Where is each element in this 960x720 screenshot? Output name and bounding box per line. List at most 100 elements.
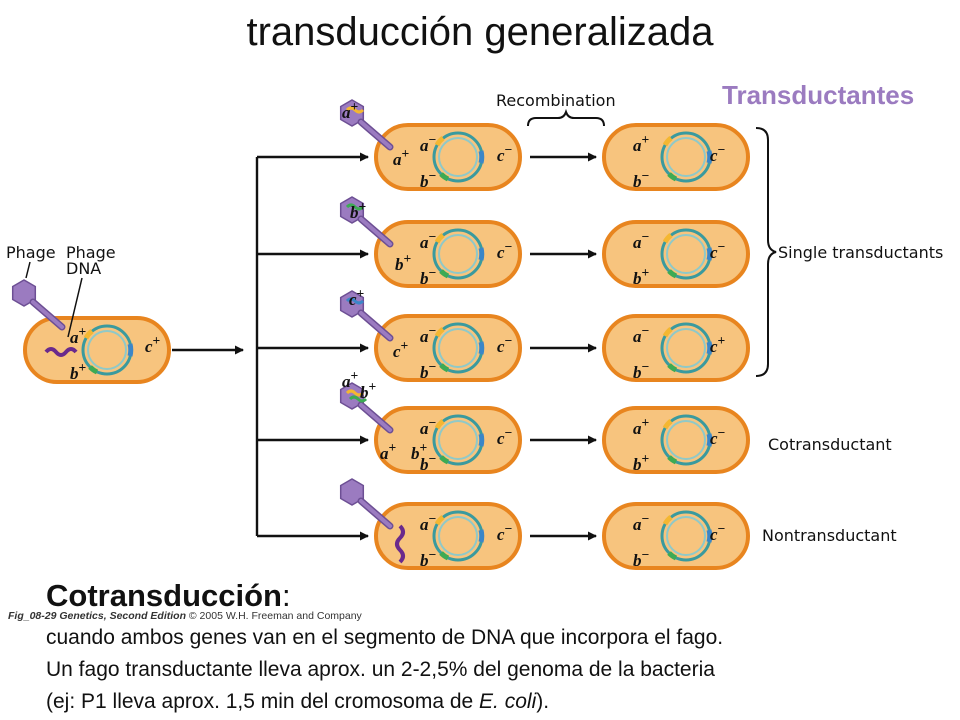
phage-dna-label-2: DNA [66, 259, 101, 278]
recipient-cell-5: a−b−c− [374, 502, 522, 570]
allele-b-minus: b− [420, 265, 437, 288]
allele-c-minus: c− [497, 142, 513, 165]
description-line-3-post: ). [536, 690, 550, 713]
chromosome-inner [438, 137, 478, 177]
infecting-phage [11, 279, 66, 331]
cell-body [23, 316, 171, 384]
description-line-3-pre: (ej: P1 lleva aprox. 1,5 min del cromoso… [46, 690, 480, 713]
cell-body [602, 502, 750, 570]
gene-a-mark [434, 136, 445, 147]
cell-body [374, 406, 522, 474]
infected-cell: a+b+c+ [23, 316, 171, 384]
recombination-brace [527, 108, 605, 127]
gene-a-mark [662, 327, 673, 338]
allele-a-plus: a+ [70, 324, 87, 347]
gene-a-mark [662, 515, 673, 526]
result-c-minus: c− [710, 142, 726, 165]
result-b-minus: b− [633, 547, 650, 570]
result-c-plus: c+ [710, 333, 726, 356]
gene-a-mark [434, 233, 445, 244]
allele-a-minus: a− [420, 323, 437, 346]
phage-allele-b_plus: b+ [360, 379, 377, 402]
chromosome-inner [438, 328, 478, 368]
transductantes-label: Transductantes [722, 80, 915, 110]
recombination-label: Recombination [496, 91, 616, 110]
result-b-plus: b+ [633, 451, 650, 474]
phage-head [339, 99, 365, 127]
gene-c-mark [706, 341, 713, 355]
gene-c-mark [478, 529, 485, 543]
gene-b-mark [439, 455, 450, 465]
phage-allele-a_plus: a+ [342, 368, 359, 391]
transducing-phage-2 [339, 196, 394, 248]
cotransductant-label: Cotransductant [768, 435, 892, 454]
result-b-plus: b+ [633, 265, 650, 288]
chromosome-inner [666, 420, 706, 460]
chromosome-inner [666, 234, 706, 274]
gene-c-mark [706, 529, 713, 543]
result-cell-1: a+b−c− [602, 123, 750, 191]
phage-allele-b_plus: b+ [350, 199, 367, 222]
gene-a-mark [434, 327, 445, 338]
result-cell-5: a−b−c− [602, 502, 750, 570]
gene-b-mark [439, 269, 450, 279]
single-bracket [755, 127, 777, 377]
gene-b-mark [667, 172, 678, 182]
gene-b-mark [88, 365, 99, 375]
phage-dna-pointer [67, 277, 83, 338]
incoming-allele-b_plus: b+ [411, 440, 428, 463]
phage-tail-core [359, 120, 392, 149]
phage-head [339, 478, 365, 506]
figure-book: Genetics, Second Edition [59, 610, 186, 622]
gene-c-mark [127, 343, 134, 357]
phage-dna-fragment [345, 203, 365, 211]
result-b-minus: b− [633, 168, 650, 191]
phage-dna-fragment [345, 106, 365, 114]
phage-label: Phage [6, 243, 56, 262]
phage-dna-fragment [348, 395, 368, 403]
recipient-cell-3: a−b−c−c+ [374, 314, 522, 382]
chromosome-inner [666, 328, 706, 368]
phage-tail-core [359, 311, 392, 340]
chromosome-inner [666, 137, 706, 177]
result-a-minus: a− [633, 511, 650, 534]
allele-c-minus: c− [497, 333, 513, 356]
incoming-allele-a_plus: a+ [393, 146, 410, 169]
phage-head [11, 279, 37, 307]
phage-allele-a_plus: a+ [342, 99, 359, 122]
result-a-minus: a− [633, 323, 650, 346]
gene-b-mark [667, 455, 678, 465]
result-cell-3: a−b−c+ [602, 314, 750, 382]
cell-body [374, 123, 522, 191]
single-transductants-label: Single transductants [778, 243, 943, 262]
allele-a-minus: a− [420, 415, 437, 438]
gene-b-mark [439, 551, 450, 561]
phage-dna-label: Phage [66, 243, 116, 262]
gene-c-mark [706, 150, 713, 164]
allele-b-minus: b− [420, 359, 437, 382]
gene-a-mark [434, 419, 445, 430]
result-a-plus: a+ [633, 415, 650, 438]
chromosome-inner [666, 516, 706, 556]
result-a-minus: a− [633, 229, 650, 252]
chromosome-inner [438, 420, 478, 460]
figure-caption: Fig_08-29 Genetics, Second Edition © 200… [8, 610, 362, 622]
cell-body [602, 314, 750, 382]
cell-body [374, 502, 522, 570]
allele-c-plus: c+ [145, 333, 161, 356]
gene-b-mark [667, 269, 678, 279]
phage-dna-strand [44, 347, 78, 357]
incoming-allele-b_plus: b+ [395, 251, 412, 274]
transducing-phage-3 [339, 290, 394, 342]
gene-b-mark [667, 363, 678, 373]
phage-tail-core [359, 403, 392, 432]
gene-b-mark [439, 172, 450, 182]
gene-a-mark [434, 515, 445, 526]
gene-c-mark [706, 247, 713, 261]
gene-a-mark [662, 233, 673, 244]
gene-a-mark [662, 419, 673, 430]
page-title: transducción generalizada [246, 10, 714, 54]
phage-tail-core [31, 300, 64, 329]
gene-c-mark [706, 433, 713, 447]
